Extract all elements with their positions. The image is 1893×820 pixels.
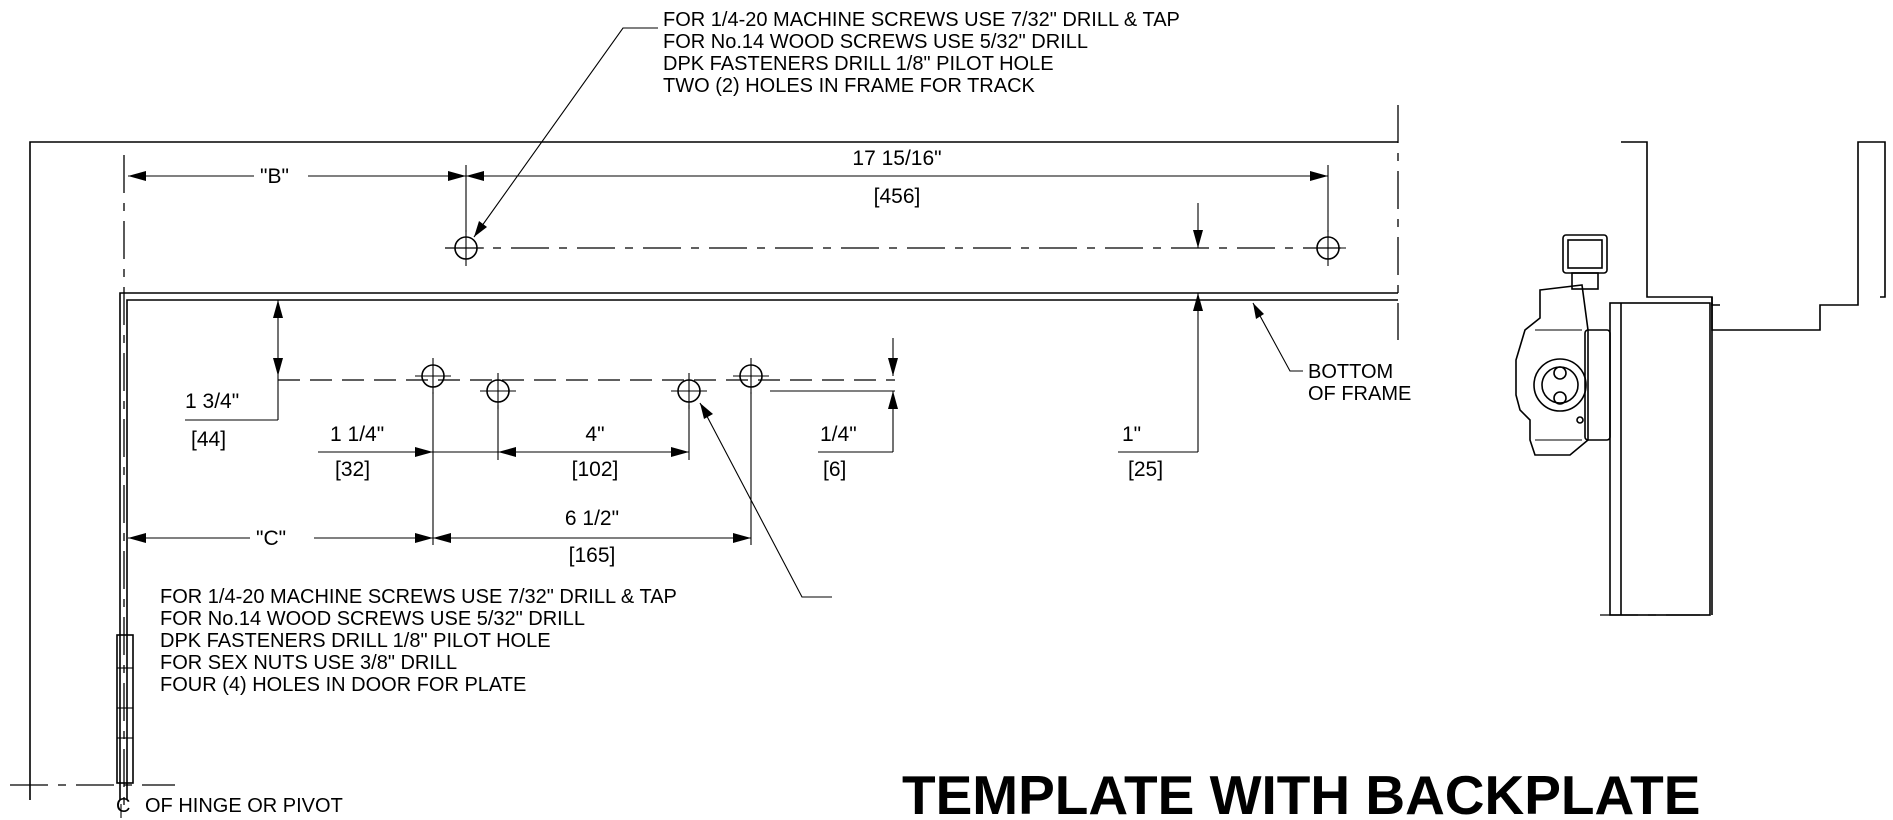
- track-note-line-2: FOR No.14 WOOD SCREWS USE 5/32" DRILL: [663, 31, 1088, 53]
- plate-hole-1: [415, 358, 451, 394]
- dim-hole-spacing-a-mm: [32]: [335, 458, 370, 481]
- plate-hole-4: [733, 358, 769, 394]
- dim-plate-span-in: 6 1/2": [565, 507, 619, 530]
- drawing-title: TEMPLATE WITH BACKPLATE: [902, 764, 1700, 820]
- plate-note-line-3: DPK FASTENERS DRILL 1/8" PILOT HOLE: [160, 630, 551, 652]
- dim-track-offset-in: 1": [1122, 423, 1141, 446]
- hinge-body: [116, 634, 134, 784]
- plate-hole-note: FOR 1/4-20 MACHINE SCREWS USE 7/32" DRIL…: [160, 586, 677, 696]
- track-hole-note: FOR 1/4-20 MACHINE SCREWS USE 7/32" DRIL…: [663, 9, 1180, 97]
- dimension-lines: [128, 27, 1329, 598]
- dim-b-label: "B": [260, 165, 289, 188]
- hinge-label: C OF HINGE OR PIVOT: [116, 795, 343, 818]
- track-note-line-1: FOR 1/4-20 MACHINE SCREWS USE 7/32" DRIL…: [663, 9, 1180, 31]
- track-note-line-4: TWO (2) HOLES IN FRAME FOR TRACK: [663, 75, 1036, 97]
- dim-hole-offset-in: 1/4": [820, 423, 857, 446]
- hinge-note: OF HINGE OR PIVOT: [145, 795, 343, 817]
- plate-note-line-1: FOR 1/4-20 MACHINE SCREWS USE 7/32" DRIL…: [160, 586, 677, 608]
- dim-track-offset-mm: [25]: [1128, 458, 1163, 481]
- dim-hole-spacing-a-in: 1 1/4": [330, 423, 384, 446]
- dim-track-span-mm: [456]: [874, 185, 921, 208]
- closer-side-view: [1515, 141, 1886, 616]
- plate-hole-2: [480, 373, 516, 409]
- track-note-line-3: DPK FASTENERS DRILL 1/8" PILOT HOLE: [663, 53, 1054, 75]
- dim-hole-spacing-b-in: 4": [585, 423, 604, 446]
- dim-plate-span-mm: [165]: [569, 544, 616, 567]
- plate-note-line-5: FOUR (4) HOLES IN DOOR FOR PLATE: [160, 674, 526, 696]
- dimension-labels: "B" 17 15/16" [456] 1 3/4" [44] 1 1/4" […: [185, 147, 1163, 567]
- bottom-of-frame-label: BOTTOM OF FRAME: [1308, 361, 1411, 405]
- dim-c-label: "C": [256, 527, 286, 550]
- dim-track-span-in: 17 15/16": [852, 147, 941, 170]
- bottom-of-frame-line-2: OF FRAME: [1308, 383, 1411, 405]
- centerline-symbol: C: [116, 795, 130, 817]
- track-hole-left: [448, 230, 484, 266]
- dim-plate-offset-mm: [44]: [191, 428, 226, 451]
- frame-outline: [29, 105, 1399, 800]
- plate-note-line-2: FOR No.14 WOOD SCREWS USE 5/32" DRILL: [160, 608, 585, 630]
- dim-hole-spacing-b-mm: [102]: [572, 458, 619, 481]
- plate-note-line-4: FOR SEX NUTS USE 3/8" DRILL: [160, 652, 457, 674]
- dim-plate-offset-in: 1 3/4": [185, 390, 239, 413]
- track-hole-right: [1310, 230, 1346, 266]
- dim-hole-offset-mm: [6]: [823, 458, 846, 481]
- plate-hole-3: [671, 373, 707, 409]
- bottom-of-frame-line-1: BOTTOM: [1308, 361, 1393, 383]
